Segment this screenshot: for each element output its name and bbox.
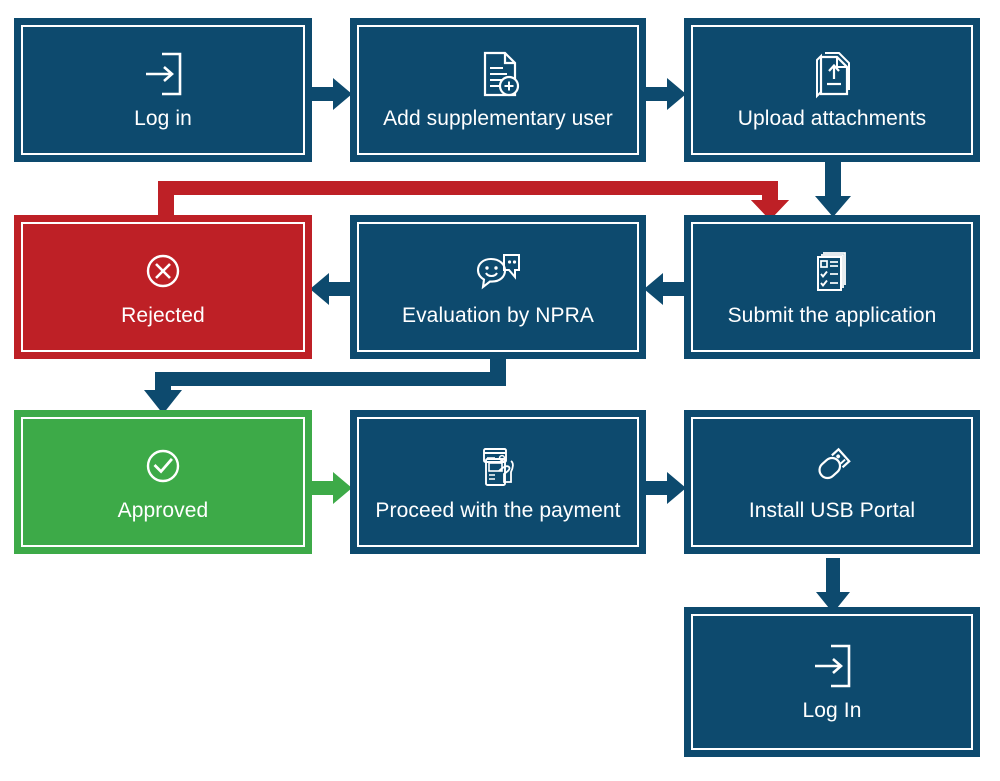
node-label: Evaluation by NPRA [401,304,595,328]
connector-approved-to-payment [309,468,353,508]
node-label: Submit the application [727,304,937,328]
node-log-in-2[interactable]: Log In [684,607,980,757]
node-label: Log In [802,699,862,723]
document-add-icon [473,48,523,102]
check-circle-icon [140,440,186,494]
node-label: Rejected [121,304,205,328]
connector-usb-to-login [814,558,852,614]
node-install-usb-portal[interactable]: Install USB Portal [684,410,980,554]
chat-bubbles-icon [471,245,525,299]
node-label: Log in [134,107,192,131]
node-evaluation-by-npra[interactable]: Evaluation by NPRA [350,215,646,359]
node-upload-attachments[interactable]: Upload attachments [684,18,980,162]
connector-evaluation-to-approved [142,358,517,418]
x-circle-icon [140,245,186,299]
connector-submit-to-evaluation [643,269,687,309]
node-submit-the-application[interactable]: Submit the application [684,215,980,359]
usb-stick-icon [806,440,858,494]
connector-evaluation-to-rejected [309,269,353,309]
node-proceed-with-the-payment[interactable]: Proceed with the payment [350,410,646,554]
node-rejected[interactable]: Rejected [14,215,312,359]
card-payment-icon [473,440,523,494]
connector-adduser-to-upload [643,74,687,114]
connector-upload-to-submit [812,160,854,218]
node-add-supplementary-user[interactable]: Add supplementary user [350,18,646,162]
node-approved[interactable]: Approved [14,410,312,554]
connector-rejected-to-submit [150,176,795,221]
login-icon [140,48,186,102]
node-label: Add supplementary user [383,107,613,131]
login-icon [809,640,855,694]
connector-payment-to-usb [643,468,687,508]
node-label: Approved [117,499,209,523]
node-label: Upload attachments [737,107,927,131]
node-label: Install USB Portal [748,499,916,523]
connector-login-to-adduser [309,74,353,114]
node-label: Proceed with the payment [375,499,621,523]
node-log-in[interactable]: Log in [14,18,312,162]
checklist-stack-icon [807,245,857,299]
document-upload-icon [807,48,857,102]
